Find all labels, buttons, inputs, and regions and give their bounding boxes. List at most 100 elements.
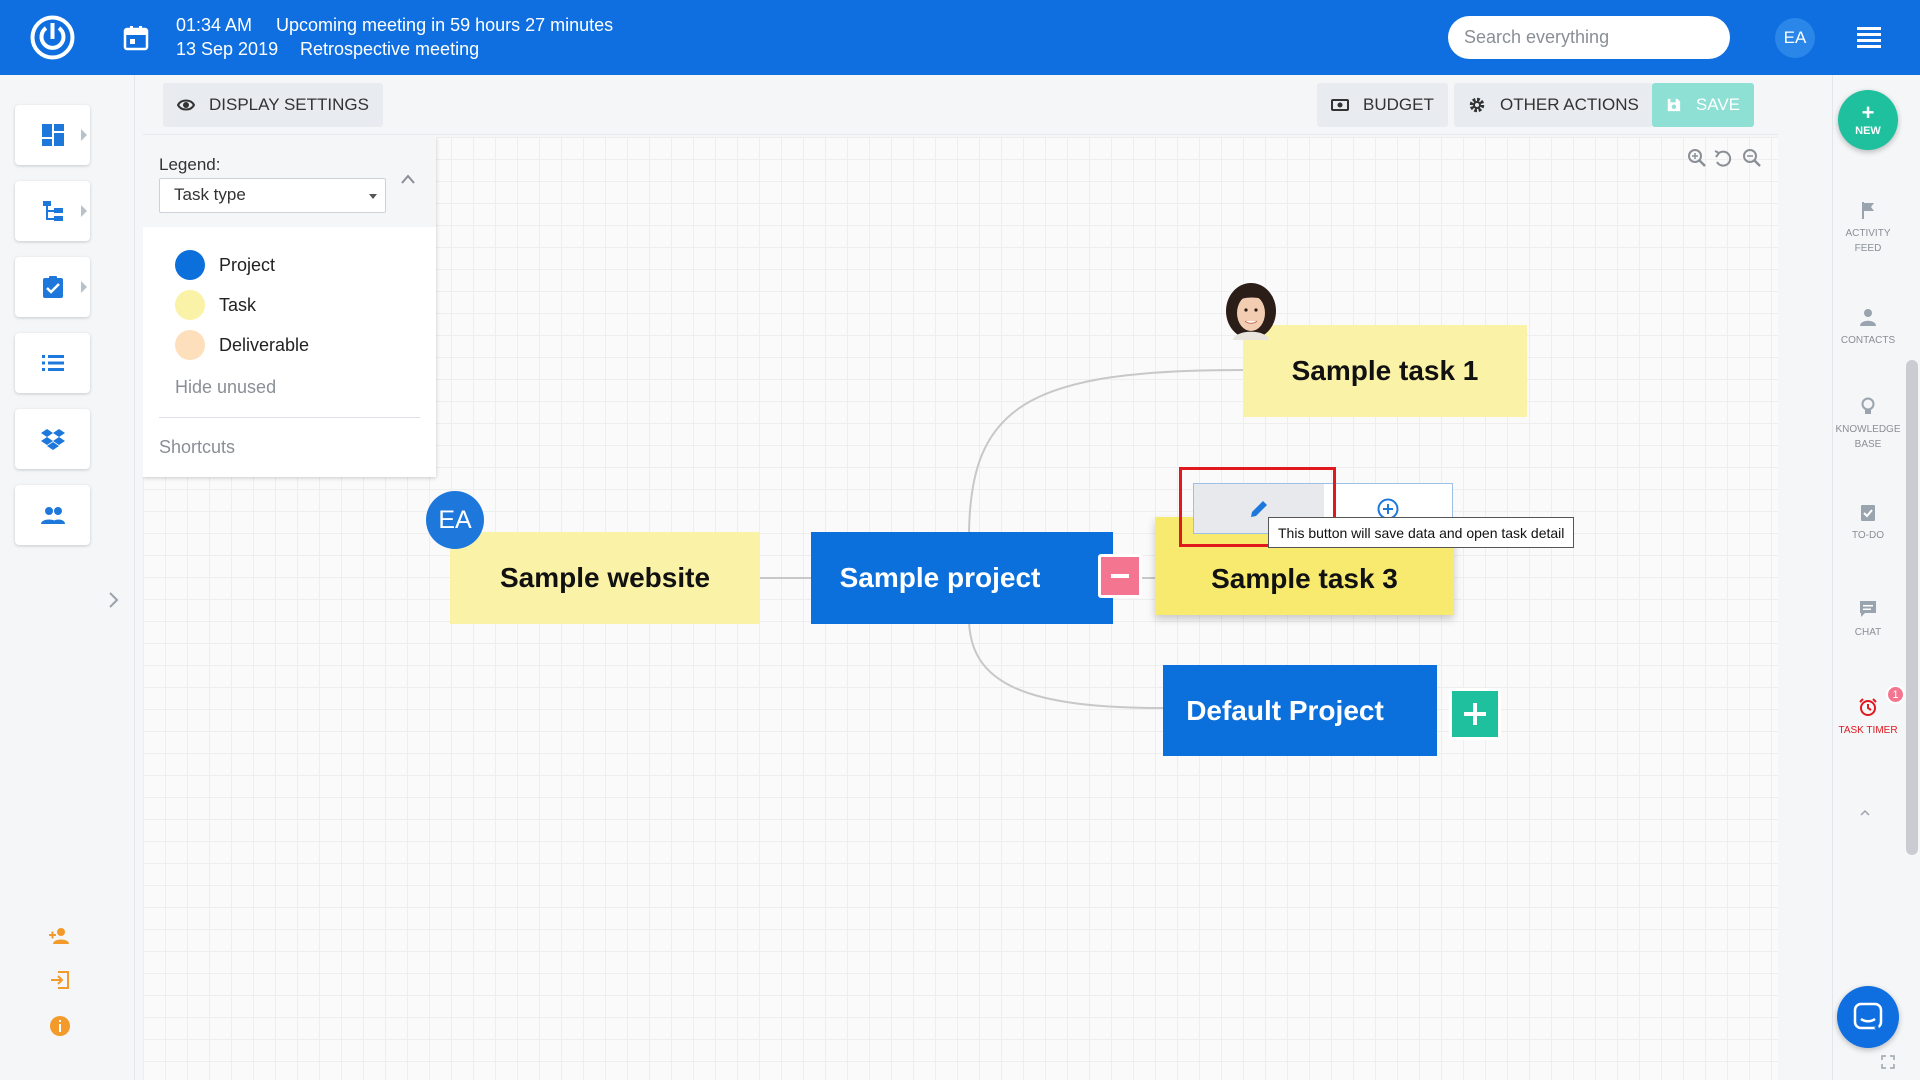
info-icon[interactable]: [48, 1014, 72, 1038]
nav-tasks[interactable]: [15, 257, 90, 317]
task-color-dot: [175, 290, 205, 320]
contacts-button[interactable]: CONTACTS: [1832, 307, 1904, 348]
node-label: Default Project: [1186, 694, 1384, 726]
node-sample-task-1[interactable]: Sample task 1: [1243, 325, 1527, 417]
legend-item-deliverable: Deliverable: [175, 330, 309, 360]
legend-panel: Legend: Task type Project Task Deliverab…: [143, 137, 436, 477]
dropdown-caret-icon: [369, 194, 377, 199]
legend-item-project: Project: [175, 250, 275, 280]
knowledge-base-label: KNOWLEDGE BASE: [1835, 424, 1901, 450]
nav-caret-icon: [81, 281, 87, 293]
pencil-icon: [1251, 500, 1267, 517]
hamburger-menu-icon[interactable]: [1855, 25, 1883, 49]
highlight-box: [1179, 467, 1336, 547]
lightbulb-icon: [1861, 397, 1875, 414]
meeting-countdown[interactable]: Upcoming meeting in 59 hours 27 minutes: [276, 15, 614, 35]
zoom-out-icon[interactable]: [1743, 149, 1761, 167]
budget-button[interactable]: BUDGET: [1317, 83, 1448, 127]
new-button[interactable]: + NEW: [1838, 90, 1898, 150]
nav-dropbox[interactable]: [15, 409, 90, 469]
app-logo-icon[interactable]: [29, 14, 76, 61]
node-sample-project[interactable]: Sample project: [811, 532, 1113, 624]
display-settings-button[interactable]: DISPLAY SETTINGS: [163, 83, 383, 127]
resize-icon[interactable]: [1880, 1054, 1896, 1070]
tree-structure-icon: [42, 201, 63, 221]
floppy-disk-icon: [1667, 98, 1681, 112]
other-actions-label: OTHER ACTIONS: [1500, 95, 1639, 114]
node-sample-website[interactable]: Sample website: [450, 532, 760, 624]
clipboard-check-icon: [42, 276, 63, 298]
task-timer-label: TASK TIMER: [1838, 725, 1898, 736]
dashboard-icon: [41, 124, 64, 146]
collapse-node-button[interactable]: [1098, 554, 1142, 598]
legend-item-task: Task: [175, 290, 256, 320]
todo-label: TO-DO: [1851, 530, 1885, 541]
vertical-scrollbar[interactable]: [1906, 360, 1918, 855]
add-user-icon[interactable]: [48, 924, 72, 948]
plus-icon: [1464, 703, 1486, 725]
node-label: Sample website: [499, 562, 711, 593]
expand-sidebar-icon[interactable]: [106, 591, 120, 609]
legend-type-select[interactable]: Task type: [159, 178, 386, 213]
mindmap-canvas[interactable]: Legend: Task type Project Task Deliverab…: [143, 137, 1778, 1080]
money-icon: [1331, 99, 1349, 111]
website-assignee-avatar[interactable]: EA: [426, 491, 484, 549]
zoom-in-icon[interactable]: [1688, 149, 1706, 167]
legend-item-label: Deliverable: [219, 334, 310, 355]
legend-header: Legend: Task type: [143, 137, 436, 227]
nav-caret-icon: [81, 205, 87, 217]
shortcuts-link[interactable]: Shortcuts: [159, 437, 236, 457]
nav-users[interactable]: [15, 485, 90, 545]
task-assignee-photo-avatar[interactable]: [1225, 282, 1277, 340]
zoom-reset-icon[interactable]: [1714, 150, 1732, 167]
chat-icon: [1860, 601, 1876, 617]
nav-dashboard[interactable]: [15, 105, 90, 165]
save-label: SAVE: [1695, 95, 1740, 114]
todo-button[interactable]: TO-DO: [1832, 502, 1904, 543]
activity-feed-button[interactable]: ACTIVITY FEED: [1832, 200, 1904, 256]
node-default-project[interactable]: Default Project: [1163, 665, 1437, 756]
user-avatar[interactable]: EA: [1775, 18, 1815, 58]
edit-button-tooltip: This button will save data and open task…: [1268, 517, 1575, 548]
flag-icon: [1862, 202, 1874, 219]
nav-projects-tree[interactable]: [15, 181, 90, 241]
dropbox-icon: [40, 429, 65, 450]
legend-select-value: Task type: [174, 185, 246, 204]
save-button[interactable]: SAVE: [1652, 83, 1754, 127]
search-input[interactable]: [1448, 16, 1730, 59]
calendar-icon[interactable]: [122, 24, 150, 52]
collapse-chevron-icon[interactable]: [400, 173, 416, 185]
project-color-dot: [175, 250, 205, 280]
users-icon: [40, 507, 65, 524]
contacts-label: CONTACTS: [1840, 335, 1896, 346]
expand-node-button[interactable]: [1449, 688, 1501, 740]
chat-button[interactable]: CHAT: [1832, 599, 1904, 640]
left-navigation: [0, 75, 135, 1080]
meeting-time: 01:34 AM: [176, 15, 253, 35]
toolbar: DISPLAY SETTINGS BUDGET OTHER ACTIONS SA…: [143, 75, 1778, 135]
nav-list[interactable]: [15, 333, 90, 393]
hide-unused-link[interactable]: Hide unused: [175, 377, 277, 397]
new-label: NEW: [1855, 125, 1881, 137]
person-icon: [1860, 309, 1876, 326]
gear-icon: [1469, 97, 1485, 113]
budget-label: BUDGET: [1363, 95, 1434, 114]
other-actions-button[interactable]: OTHER ACTIONS: [1454, 83, 1653, 127]
right-sidebar: [1832, 75, 1904, 1080]
legend-item-label: Project: [219, 254, 276, 275]
nav-caret-icon: [81, 129, 87, 141]
meeting-name[interactable]: Retrospective meeting: [300, 39, 480, 59]
chat-bubble-icon: [1853, 1002, 1883, 1032]
node-label: Sample task 3: [1211, 563, 1398, 594]
chat-label: CHAT: [1854, 627, 1882, 638]
sign-in-icon[interactable]: [48, 968, 72, 992]
task-timer-button[interactable]: TASK TIMER: [1832, 697, 1904, 738]
legend-divider: [159, 417, 420, 418]
activity-feed-label: ACTIVITY FEED: [1845, 228, 1891, 254]
zoom-controls: [1686, 147, 1766, 169]
task-timer-badge: 1: [1886, 685, 1905, 704]
scroll-up-chevron-icon[interactable]: [1858, 808, 1872, 818]
knowledge-base-button[interactable]: KNOWLEDGE BASE: [1832, 396, 1904, 452]
meeting-date: 13 Sep 2019: [176, 39, 279, 59]
support-chat-bubble[interactable]: [1837, 986, 1899, 1048]
